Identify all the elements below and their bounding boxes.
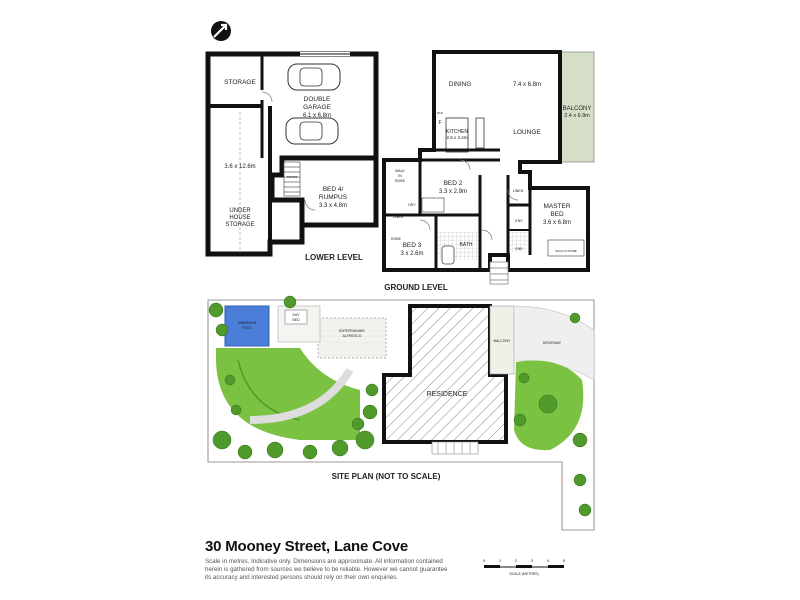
room-wir-name-3: ROBE [395,179,406,183]
room-kitchen: KITCHEN [446,129,468,135]
room-under-name-3: STORAGE [225,222,254,228]
scale-tick: 0 [483,558,486,563]
scale-tick: 2 [515,558,518,563]
room-balcony: BALCONY [563,106,592,112]
room-linen-2: LINEN [513,189,524,193]
room-dining: DINING [449,81,472,88]
room-pantry: PAN [437,111,443,115]
room-kitchen-dim: 2.6 x 3.4m [446,135,467,140]
scale-tick: 1 [499,558,502,563]
site-plan [207,295,595,531]
room-bath: BATH [460,242,473,248]
site-alfresco-name-2: ALFRESCO [343,334,362,338]
room-garage-name-2: GARAGE [303,104,331,111]
lower-level-title: LOWER LEVEL [305,253,363,262]
room-robe: ROBE [391,237,402,241]
room-bed4-name-2: RUMPUS [319,194,348,201]
car-icon [285,117,339,145]
lower-level-plan [205,51,379,257]
disclaimer-text: Scale in metres. Indicative only. Dimens… [205,558,448,581]
room-master-dim: 3.6 x 6.8m [543,220,571,226]
room-wir-small: WALK IN ROBE [555,249,577,253]
property-address: 30 Mooney Street, Lane Cove [205,538,408,555]
room-lounge: LOUNGE [513,129,541,136]
fridge-label: F [438,120,441,126]
room-ens: ENS [515,219,523,223]
footer: 30 Mooney Street, Lane Cove Scale in met… [205,538,605,582]
site-daybed-name-2: BED [292,318,300,322]
room-linen: LINEN [393,215,404,219]
room-master-name: MASTER [543,203,570,210]
room-bed2-dim: 3.3 x 2.9m [439,189,467,195]
room-master-name-2: BED [550,211,564,218]
ground-level-title: GROUND LEVEL [384,283,448,292]
room-living-dim: 7.4 x 6.8m [513,82,541,88]
north-arrow-icon [211,21,231,41]
room-garage-dim: 6.1 x 6.8m [303,113,331,119]
scale-tick: 4 [547,558,550,563]
site-plan-title: SITE PLAN (NOT TO SCALE) [332,472,441,481]
car-icon [287,63,341,91]
room-under-name-2: HOUSE [229,215,250,221]
room-bed4-dim: 3.3 x 4.8m [319,203,347,209]
scale-tick: 3 [531,558,534,563]
room-bed4-name: BED 4/ [323,186,344,193]
room-garage-name: DOUBLE [304,96,331,103]
room-under-name: UNDER [229,208,251,214]
room-bed3: BED 3 [403,242,422,249]
site-pool-name-2: POOL [242,326,252,330]
ground-level-plan [382,50,595,285]
stairs-label: STAIRS [287,175,298,179]
scale-label: SCALE (METRES) [509,572,538,576]
room-dry: DRY [408,203,416,207]
site-residence: RESIDENCE [427,391,468,398]
room-bed3-dim: 3 x 2.6m [400,251,423,257]
room-bed2: BED 2 [444,180,463,187]
room-balcony-dim: 2.4 x 6.9m [564,113,590,119]
site-balcony: BALCONY [494,339,511,343]
scale-tick: 5 [563,558,566,563]
site-pool-name: SWIMMING [238,321,257,325]
room-under-dim: 3.6 x 12.6m [224,164,255,170]
scale-bar [484,565,564,568]
room-wir-name-2: IN [398,174,402,178]
room-storage: STORAGE [224,79,256,86]
site-driveway: DRIVEWAY [543,341,562,345]
site-daybed-name: DAY [293,313,301,317]
site-alfresco-name: ENTERTAINING [339,329,365,333]
room-ens-2: ENS [515,247,523,251]
room-wir-name: WALK [395,169,405,173]
